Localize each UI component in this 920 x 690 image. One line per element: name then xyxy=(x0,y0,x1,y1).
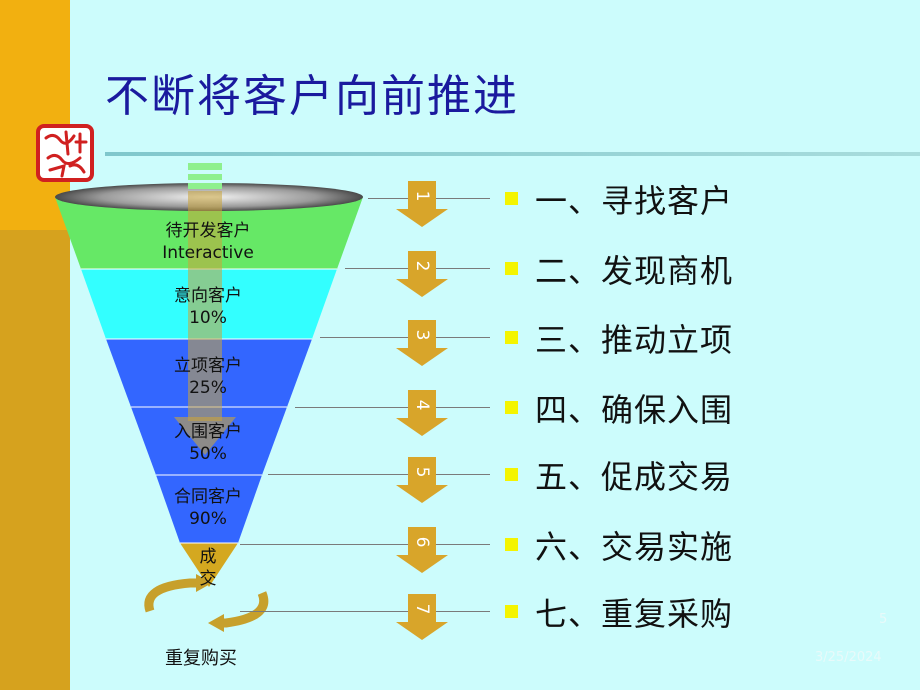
step-number: 7 xyxy=(412,603,432,615)
step-label: 二、发现商机 xyxy=(535,252,734,290)
page-number: 5 xyxy=(879,612,888,627)
funnel-arrow-shaft xyxy=(188,191,222,421)
stage-name: 成交 xyxy=(199,547,217,589)
stage-name: 入围客户 xyxy=(174,422,242,442)
connector-line xyxy=(268,474,490,475)
stage-value: 50% xyxy=(189,444,227,464)
down-arrow-icon xyxy=(396,390,448,436)
bullet-icon xyxy=(505,468,518,481)
stage-value: 90% xyxy=(189,509,227,529)
side-bar-top xyxy=(0,0,70,230)
bullet-icon xyxy=(505,262,518,275)
funnel-stage-6 xyxy=(180,543,238,587)
step-label: 一、寻找客户 xyxy=(535,182,734,220)
slide-date: 3/25/2024 xyxy=(815,650,882,665)
funnel-stage-label-4: 入围客户 50% xyxy=(174,421,242,465)
down-arrow-icon xyxy=(396,181,448,227)
slide-title: 不断将客户向前推进 xyxy=(105,71,519,122)
down-arrow-icon xyxy=(396,457,448,503)
funnel-arrow-head xyxy=(174,417,236,455)
stage-name: 立项客户 xyxy=(174,356,242,376)
bullet-icon xyxy=(505,331,518,344)
funnel-stage-label-3: 立项客户 25% xyxy=(174,355,242,399)
funnel-stage-label-5: 合同客户 90% xyxy=(174,486,242,530)
step-number: 6 xyxy=(412,536,432,548)
step-number: 1 xyxy=(412,190,432,202)
bullet-icon xyxy=(505,192,518,205)
connector-line xyxy=(295,407,490,408)
funnel-stage-label-6: 成交 xyxy=(198,546,218,590)
down-arrow-icon xyxy=(396,594,448,640)
step-label: 七、重复采购 xyxy=(535,595,734,633)
stage-value: Interactive xyxy=(162,243,254,263)
bullet-icon xyxy=(505,605,518,618)
title-divider xyxy=(105,152,920,156)
step-label: 四、确保入围 xyxy=(535,391,734,429)
stage-value: 10% xyxy=(189,308,227,328)
connector-line xyxy=(240,544,490,545)
step-number: 2 xyxy=(412,260,432,272)
step-number: 5 xyxy=(412,466,432,478)
step-label: 六、交易实施 xyxy=(535,528,734,566)
connector-line xyxy=(240,611,490,612)
down-arrow-icon xyxy=(396,527,448,573)
seal-stamp-icon xyxy=(36,124,94,182)
sales-funnel xyxy=(55,163,363,632)
cycle-arrows-icon xyxy=(144,574,269,632)
step-number: 4 xyxy=(412,399,432,411)
side-bar xyxy=(0,0,70,690)
funnel-stage-label-1: 待开发客户 Interactive xyxy=(162,220,254,264)
funnel-stage-5 xyxy=(156,475,262,543)
stage-name: 待开发客户 xyxy=(165,221,251,241)
repurchase-label: 重复购买 xyxy=(165,648,237,669)
step-number: 3 xyxy=(412,329,432,341)
funnel-stage-label-2: 意向客户 10% xyxy=(174,285,242,329)
step-label: 三、推动立项 xyxy=(535,321,734,359)
down-arrow-icon xyxy=(396,251,448,297)
step-label: 五、促成交易 xyxy=(535,458,734,496)
stage-value: 25% xyxy=(189,378,227,398)
connector-line xyxy=(320,337,490,338)
stage-name: 意向客户 xyxy=(174,286,242,306)
bullet-icon xyxy=(505,401,518,414)
down-arrow-icon xyxy=(396,320,448,366)
stage-name: 合同客户 xyxy=(174,487,242,507)
bullet-icon xyxy=(505,538,518,551)
side-bar-bottom xyxy=(0,230,70,690)
